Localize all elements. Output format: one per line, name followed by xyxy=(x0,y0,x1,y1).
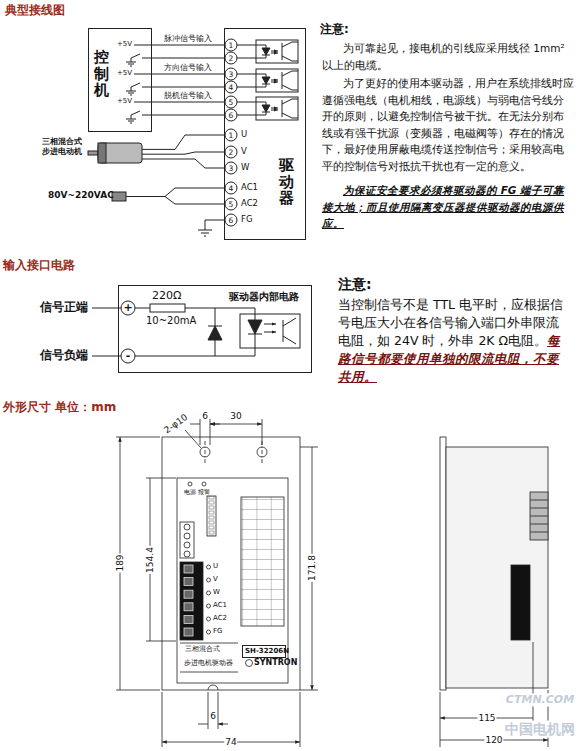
motor-symbol xyxy=(88,143,150,163)
signal-wire xyxy=(152,58,224,59)
dimension-drawing xyxy=(116,419,548,747)
terminal-name: W xyxy=(213,588,220,596)
note-heading: 注意: xyxy=(320,22,349,36)
driver-box: 驱动器 xyxy=(224,28,306,240)
dimension-label: 2-φ10 xyxy=(162,412,190,436)
wire-label: 脉冲信号输入 xyxy=(163,33,213,44)
dimension-label: 154.4 xyxy=(145,546,156,574)
terminal-name: V xyxy=(213,575,218,583)
pin-number: 6 xyxy=(229,111,234,120)
note-text: 当控制信号不是 TTL 电平时，应根据信号电压大小在各信号输入端口外串限流电阻，… xyxy=(338,296,568,386)
signal-name: 信号负端 xyxy=(40,348,88,362)
terminal-name: AC1 xyxy=(241,182,258,192)
pin-number: 2 xyxy=(229,148,234,157)
pin-number: 5 xyxy=(229,98,234,107)
signal-wire xyxy=(150,135,224,149)
supply-voltage: 80V~220VAC xyxy=(48,190,114,201)
node-text: 驱动器 xyxy=(279,157,294,207)
terminal-name: FG xyxy=(213,627,222,635)
warning-note: 为保证安全要求必须将驱动器的 FG 端子可靠接大地；而且使用隔离变压器提供驱动器… xyxy=(322,182,574,232)
signal-wire xyxy=(152,74,224,75)
panel-text: 报警 xyxy=(198,488,210,495)
dimension-label: 189 xyxy=(115,553,126,572)
terminal-name: V xyxy=(241,146,247,156)
pin-number: 5 xyxy=(229,200,234,209)
section-heading: 输入接口电路 xyxy=(3,258,75,272)
terminal-sign: - xyxy=(126,349,131,362)
dimension-label: 115 xyxy=(477,713,496,724)
pin-number: 3 xyxy=(229,164,234,173)
pin-number: 4 xyxy=(229,184,234,193)
panel-text: 步进电机驱动器 xyxy=(184,660,233,668)
dimension-label: 6 xyxy=(210,711,216,722)
terminal-name: U xyxy=(241,129,247,139)
terminal-name: FG xyxy=(241,214,252,224)
pin-number: 1 xyxy=(229,131,234,140)
signal-wire xyxy=(152,115,224,116)
resistor-value: 220Ω xyxy=(152,289,181,302)
voltage-label: +5V xyxy=(117,69,132,77)
panel-text: 电源 xyxy=(184,488,196,495)
signal-name: 信号正端 xyxy=(40,300,88,314)
dimension-label: 120 xyxy=(484,735,503,746)
warning-note: 每路信号都要使用单独的限流电阻，不要共用。 xyxy=(338,333,560,384)
model-plate: SH-32206N xyxy=(242,645,286,658)
voltage-label: +5V xyxy=(117,97,132,105)
note-text: 为可靠起见，接电机的引线应采用线径 1mm²以上的电缆。 xyxy=(322,40,574,73)
section-heading: 典型接线图 xyxy=(5,3,65,17)
node-text: 三相混合式 步进电动机 xyxy=(42,137,85,157)
pin-number: 2 xyxy=(229,54,234,63)
brand-name: SYNTRON xyxy=(254,658,297,668)
signal-wire xyxy=(150,152,224,154)
node-text: SH-32206N xyxy=(243,646,285,656)
terminal-name: W xyxy=(241,162,249,172)
supply-plug xyxy=(112,188,225,236)
input-circuit xyxy=(92,301,300,363)
terminal-name: AC2 xyxy=(213,614,227,622)
terminal-name: AC2 xyxy=(241,198,258,208)
dimension-label: 171.8 xyxy=(307,554,318,582)
wire-label: 方向信号输入 xyxy=(163,62,213,73)
note-heading: 注意: xyxy=(338,276,372,293)
note-text: 为了更好的使用本驱动器，用户在系统排线时应遵循强电线（电机相线，电源线）与弱电信… xyxy=(322,75,574,174)
terminal-name: U xyxy=(213,562,218,570)
stepper-motor: 三相混合式 步进电动机 xyxy=(42,135,150,167)
node-text: 控制机 xyxy=(94,49,109,99)
pin-number: 1 xyxy=(229,41,234,50)
section-heading: 外形尺寸 单位：mm xyxy=(3,400,116,414)
terminal-sign: + xyxy=(123,301,132,314)
signal-wire xyxy=(150,159,224,168)
panel-text: 三相混合式 xyxy=(185,646,220,654)
pin-number: 4 xyxy=(229,83,234,92)
terminal-name: AC1 xyxy=(213,601,227,609)
pin-number: 3 xyxy=(229,70,234,79)
signal-wire xyxy=(152,102,224,103)
dimension-label: 6 xyxy=(202,411,208,422)
signal-wire xyxy=(152,87,224,88)
voltage-label: +5V xyxy=(117,40,132,48)
signal-wire xyxy=(152,45,224,46)
watermark: 中国电机网 xyxy=(505,721,575,738)
dimension-label: 74 xyxy=(224,737,237,748)
node-text: 驱动器内部电路 xyxy=(229,290,299,304)
pin-number: 6 xyxy=(229,216,234,225)
current-range: 10~20mA xyxy=(146,315,196,327)
driver-internal-circuit: 驱动器内部电路 xyxy=(118,285,312,373)
dimension-label: 30 xyxy=(230,411,241,422)
watermark: CTMN.COM xyxy=(506,693,574,706)
wire-label: 脱机信号输入 xyxy=(163,90,213,101)
